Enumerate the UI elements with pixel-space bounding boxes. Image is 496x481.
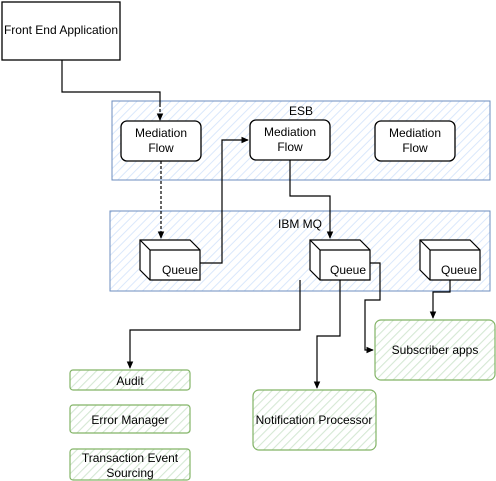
notification-processor-label: Notification Processor <box>256 413 373 427</box>
edge-queue2-to-audit <box>126 280 301 369</box>
mediation-flow-3-line2: Flow <box>402 141 428 155</box>
edge-flow2-to-queue2 <box>289 160 334 239</box>
transaction-event-sourcing-node: Transaction Event Sourcing <box>69 448 191 481</box>
edge-queue3-to-subscriber <box>429 280 451 319</box>
audit-node: Audit <box>69 369 191 391</box>
queue-3-label: Queue <box>441 263 477 277</box>
mediation-flow-1-line1: Mediation <box>135 126 187 140</box>
error-manager-label: Error Manager <box>91 413 168 427</box>
edge-frontend-to-flow1 <box>61 60 161 104</box>
transaction-event-sourcing-line2: Sourcing <box>106 466 153 480</box>
mediation-flow-3: Mediation Flow <box>374 120 456 162</box>
edge-queue2-to-notification <box>313 280 341 389</box>
mediation-flow-3-line1: Mediation <box>389 126 441 140</box>
esb-title: ESB <box>289 104 313 118</box>
queue-2: Queue <box>309 239 371 281</box>
notification-processor-node: Notification Processor <box>252 389 377 451</box>
front-end-application-node: Front End Application <box>1 1 121 61</box>
transaction-event-sourcing-line1: Transaction Event <box>82 451 179 465</box>
queue-1-label: Queue <box>162 263 198 277</box>
edge-queue1-to-flow2 <box>200 136 249 264</box>
queue-2-label: Queue <box>330 263 366 277</box>
front-end-label: Front End Application <box>4 23 118 37</box>
mediation-flow-1-line2: Flow <box>148 141 174 155</box>
mediation-flow-2: Mediation Flow <box>249 119 331 161</box>
error-manager-node: Error Manager <box>69 404 191 434</box>
ibm-mq-title: IBM MQ <box>278 217 322 231</box>
mediation-flow-2-line1: Mediation <box>264 125 316 139</box>
mediation-flow-2-line2: Flow <box>277 140 303 154</box>
queue-1: Queue <box>139 239 201 281</box>
edge-queue2-to-subscriber <box>364 262 381 354</box>
subscriber-apps-node: Subscriber apps <box>374 319 496 381</box>
subscriber-apps-label: Subscriber apps <box>392 343 479 357</box>
mediation-flow-1: Mediation Flow <box>120 120 202 162</box>
queue-3: Queue <box>419 239 481 281</box>
audit-label: Audit <box>116 374 144 388</box>
